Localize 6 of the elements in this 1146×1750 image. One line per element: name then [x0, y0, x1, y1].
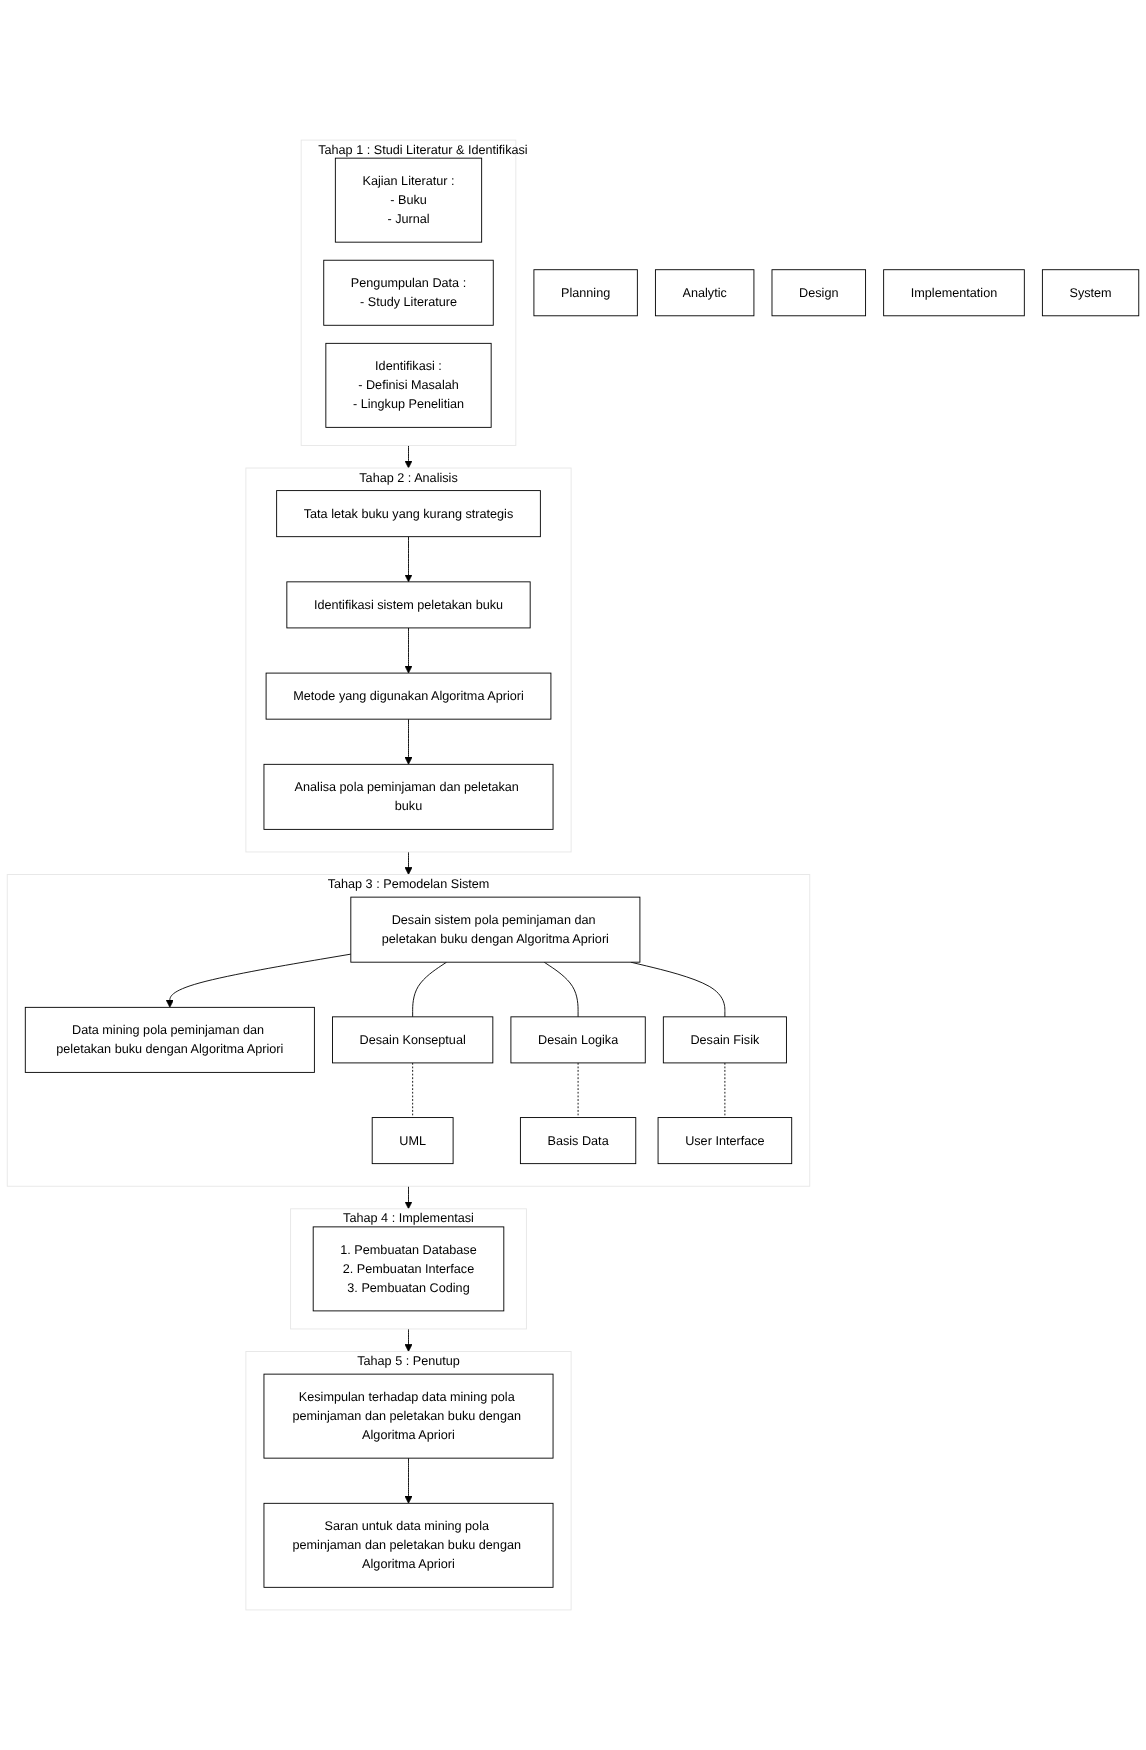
connector — [724, 1062, 726, 1118]
connector — [630, 961, 726, 1018]
connector — [543, 961, 579, 1018]
connector — [412, 961, 447, 1018]
connector — [577, 1062, 579, 1118]
connector — [412, 1062, 414, 1118]
